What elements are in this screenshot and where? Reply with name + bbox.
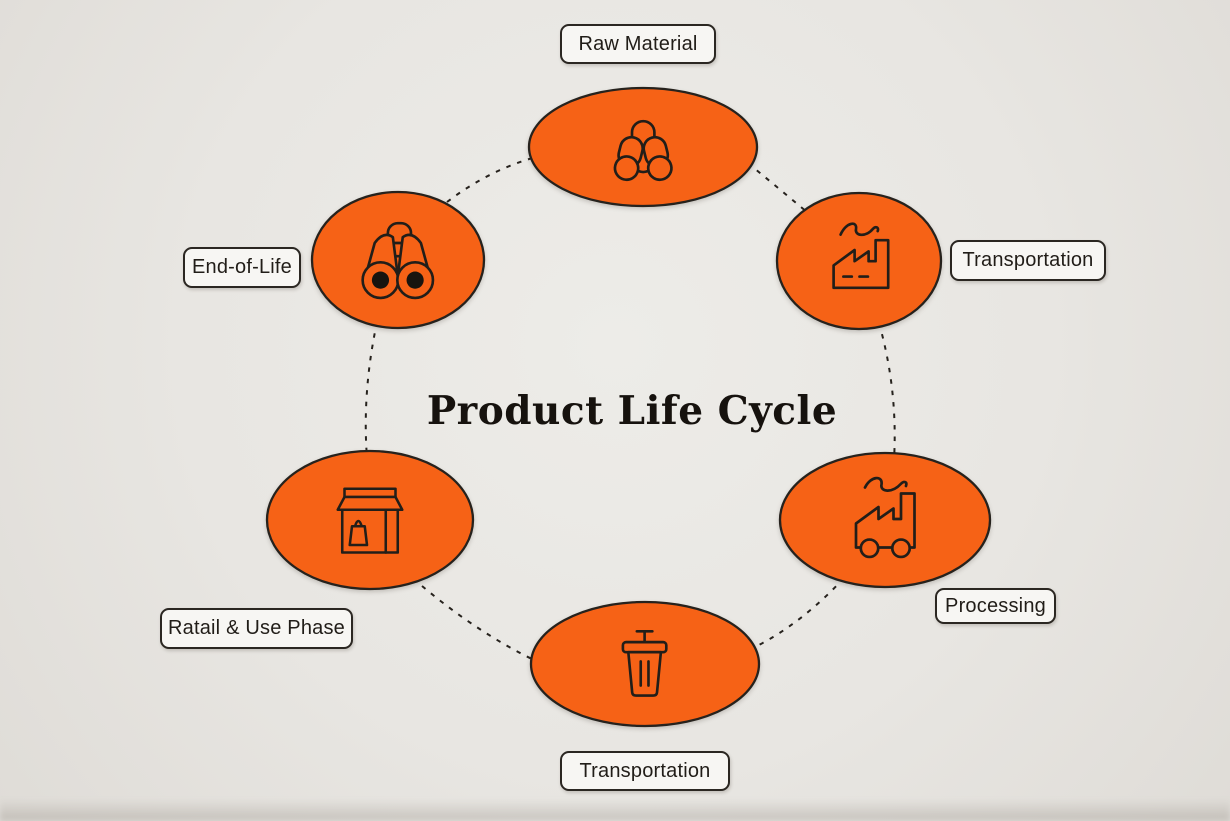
label-retail-use-phase: Ratail & Use Phase: [160, 608, 353, 649]
label-processing: Processing: [935, 588, 1056, 624]
node-raw-material: [527, 86, 759, 208]
connector-top-to-topright: [747, 162, 808, 213]
connector-topright-to-bottomright: [878, 322, 896, 461]
logs-icon: [613, 119, 673, 182]
binoculars-icon: [361, 221, 435, 300]
connector-topleft-to-top: [446, 156, 537, 203]
node-transportation-2: [529, 600, 761, 728]
connector-bottomright-to-bottom: [756, 577, 845, 647]
connector-bottom-to-bottomleft: [421, 585, 537, 662]
connector-bottomleft-to-topleft: [364, 321, 378, 459]
trash-can-icon: [621, 629, 668, 697]
factory-truck-icon: [854, 476, 916, 559]
label-transportation-2: Transportation: [560, 751, 730, 791]
node-end-of-life: [310, 190, 486, 330]
dashed-connectors: [364, 156, 896, 662]
label-end-of-life: End-of-Life: [183, 247, 301, 288]
diagram-title: Product Life Cycle: [426, 388, 838, 434]
storefront-icon: [336, 487, 404, 554]
label-raw-material: Raw Material: [560, 24, 716, 64]
node-transportation: [775, 191, 943, 331]
node-processing: [778, 451, 992, 589]
node-retail-use-phase: [265, 449, 475, 591]
label-transportation: Transportation: [950, 240, 1106, 281]
factory-icon: [832, 222, 890, 290]
